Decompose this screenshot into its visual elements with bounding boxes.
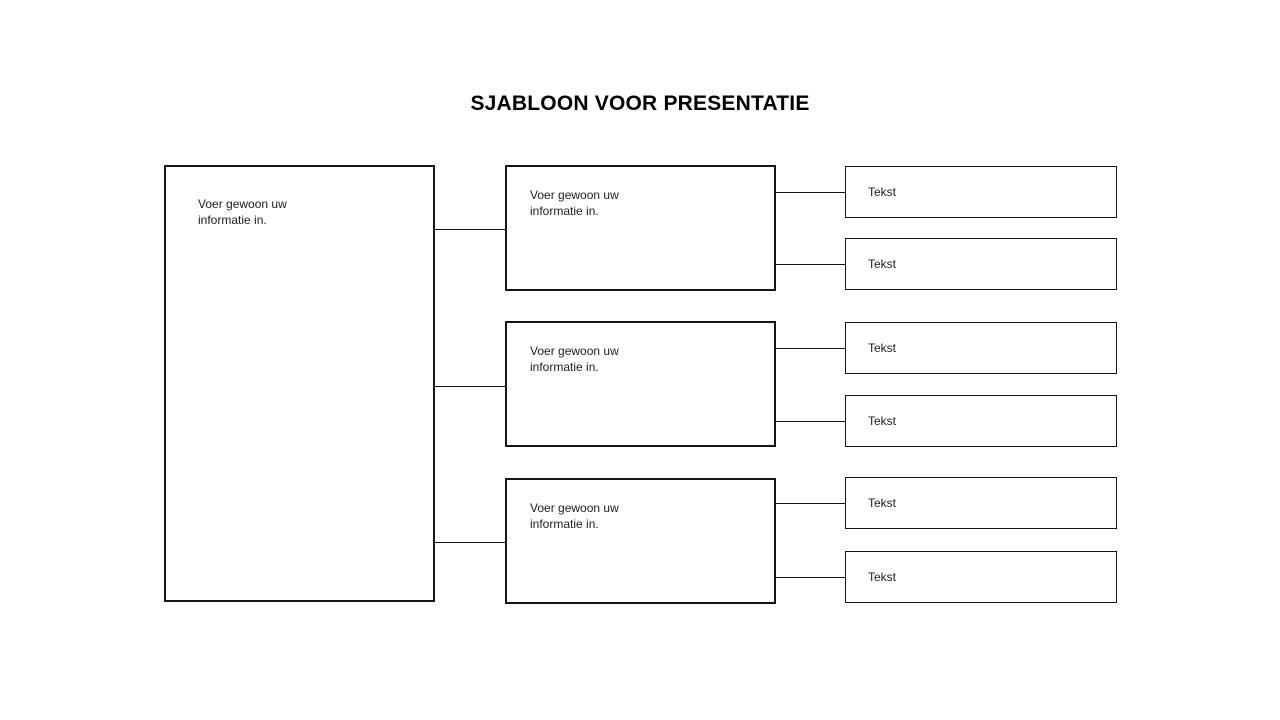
leaf-box-5[interactable]: Tekst <box>845 477 1117 529</box>
leaf-box-2[interactable]: Tekst <box>845 238 1117 290</box>
branch-text: Voer gewoon uw informatie in. <box>530 344 619 374</box>
leaf-text: Tekst <box>868 257 897 271</box>
connector-branch2-leaf4 <box>776 421 845 422</box>
connector-root-branch-2 <box>434 386 505 387</box>
connector-branch2-leaf3 <box>776 348 845 349</box>
connector-branch3-leaf5 <box>776 503 845 504</box>
connector-root-branch-3 <box>434 542 505 543</box>
root-text-box[interactable]: Voer gewoon uw informatie in. <box>164 165 435 602</box>
leaf-text: Tekst <box>868 341 897 355</box>
leaf-box-4[interactable]: Tekst <box>845 395 1117 447</box>
leaf-text: Tekst <box>868 570 897 584</box>
slide-title: SJABLOON VOOR PRESENTATIE <box>470 92 810 115</box>
leaf-box-1[interactable]: Tekst <box>845 166 1117 218</box>
branch-box-2[interactable]: Voer gewoon uw informatie in. <box>505 321 776 447</box>
connector-branch3-leaf6 <box>776 577 845 578</box>
branch-box-1[interactable]: Voer gewoon uw informatie in. <box>505 165 776 291</box>
leaf-text: Tekst <box>868 414 897 428</box>
connector-branch1-leaf1 <box>776 192 845 193</box>
connector-root-branch-1 <box>434 229 505 230</box>
branch-box-3[interactable]: Voer gewoon uw informatie in. <box>505 478 776 604</box>
connector-branch1-leaf2 <box>776 264 845 265</box>
root-text: Voer gewoon uw informatie in. <box>198 197 287 227</box>
leaf-box-3[interactable]: Tekst <box>845 322 1117 374</box>
branch-text: Voer gewoon uw informatie in. <box>530 188 619 218</box>
leaf-text: Tekst <box>868 185 897 199</box>
leaf-box-6[interactable]: Tekst <box>845 551 1117 603</box>
leaf-text: Tekst <box>868 496 897 510</box>
branch-text: Voer gewoon uw informatie in. <box>530 501 619 531</box>
